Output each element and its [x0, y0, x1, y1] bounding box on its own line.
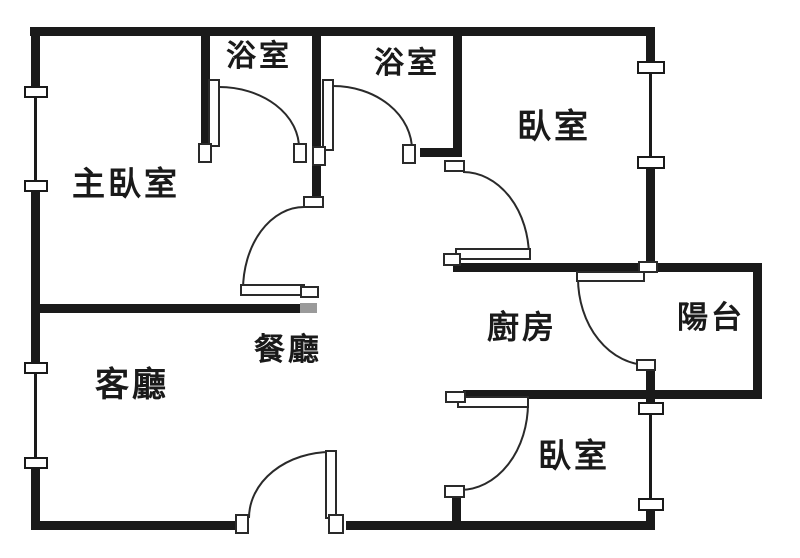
label-bedroom-top-right: 臥室 [517, 107, 591, 147]
door-bedroom-top-right-frame-cap [443, 253, 461, 266]
door-master-bedroom-frame-cap [300, 286, 319, 298]
wall-bathroom2-return [420, 148, 462, 157]
window-bedroom-top-right-sill-cap [637, 61, 665, 74]
wall-kitchen-bottom [463, 390, 762, 399]
door-bathroom-2-frame-cap [402, 144, 416, 164]
door-entry-frame-cap [328, 514, 344, 534]
label-bathroom-1: 浴室 [226, 39, 292, 74]
wall-master-living [40, 304, 300, 313]
window-bedroom-bottom-right-sill-cap [638, 498, 664, 511]
label-living: 客廳 [95, 365, 169, 405]
label-bedroom-bottom-right: 臥室 [538, 436, 610, 475]
label-master-bedroom: 主臥室 [72, 164, 180, 203]
door-balcony-swing-arc [577, 277, 649, 366]
door-entry-swing-arc [248, 451, 332, 519]
window-master-bedroom-sill-cap [24, 180, 48, 192]
wall-bedroom-br-left-stub [452, 496, 461, 523]
door-bedroom-top-right-swing-arc [462, 171, 530, 258]
wall-kitchen-balcony-stub [646, 370, 655, 392]
exterior-wall-right-mid [646, 166, 655, 272]
door-bathroom-1-frame-cap [293, 143, 307, 163]
door-bathroom-1-frame-cap [198, 143, 212, 163]
wall-bathroom2-right [453, 36, 462, 150]
exterior-wall-top [30, 27, 655, 36]
door-master-bedroom-frame-cap [303, 196, 324, 208]
door-bedroom-top-right-frame-cap [444, 160, 465, 172]
door-balcony-frame-cap [636, 359, 656, 371]
exterior-wall-left-middle [31, 190, 40, 365]
window-living-room-glass-line [34, 371, 37, 460]
window-living-room-sill-cap [24, 457, 48, 469]
wall-bedroom-top-bottom [453, 263, 762, 272]
exterior-wall-left-upper [31, 27, 40, 88]
label-kitchen: 廚房 [487, 308, 558, 346]
wall-bathroom1-left [201, 36, 210, 147]
exterior-wall-bottom-left [31, 521, 240, 530]
wall-bathrooms-divider [312, 36, 321, 197]
exterior-wall-balcony-right [753, 263, 762, 398]
window-master-bedroom-sill-cap [24, 86, 48, 98]
exterior-wall-right-upper [646, 27, 655, 64]
door-bathroom-2-frame-cap [312, 146, 326, 166]
door-bathroom-1-leaf [208, 79, 220, 147]
window-bedroom-bottom-right-glass-line [649, 412, 652, 501]
door-bathroom-2-swing-arc [332, 85, 413, 151]
exterior-wall-left-lower [31, 466, 40, 530]
window-living-room-sill-cap [24, 362, 48, 374]
door-balcony-leaf [576, 271, 645, 282]
label-dining: 餐廳 [254, 332, 322, 368]
wall-bedroom-br-right-stub-bottom [646, 507, 655, 523]
door-bathroom-2-leaf [322, 79, 334, 151]
door-bedroom-bottom-right-frame-cap [444, 485, 465, 498]
door-entry-frame-cap [235, 514, 249, 534]
wall-end-cap-grey [300, 303, 317, 313]
window-bedroom-bottom-right-sill-cap [638, 402, 664, 415]
label-bathroom-2: 浴室 [374, 46, 440, 81]
window-bedroom-top-right-glass-line [649, 71, 652, 159]
exterior-wall-bottom-right [346, 521, 655, 530]
window-bedroom-top-right-sill-cap [637, 156, 665, 169]
door-balcony-frame-cap [638, 261, 658, 273]
door-bathroom-1-swing-arc [218, 86, 300, 149]
door-bedroom-bottom-right-swing-arc [459, 402, 529, 491]
door-master-bedroom-swing-arc [242, 206, 305, 291]
label-balcony: 陽台 [677, 300, 745, 336]
window-master-bedroom-glass-line [34, 95, 37, 183]
door-bedroom-bottom-right-frame-cap [445, 391, 466, 403]
